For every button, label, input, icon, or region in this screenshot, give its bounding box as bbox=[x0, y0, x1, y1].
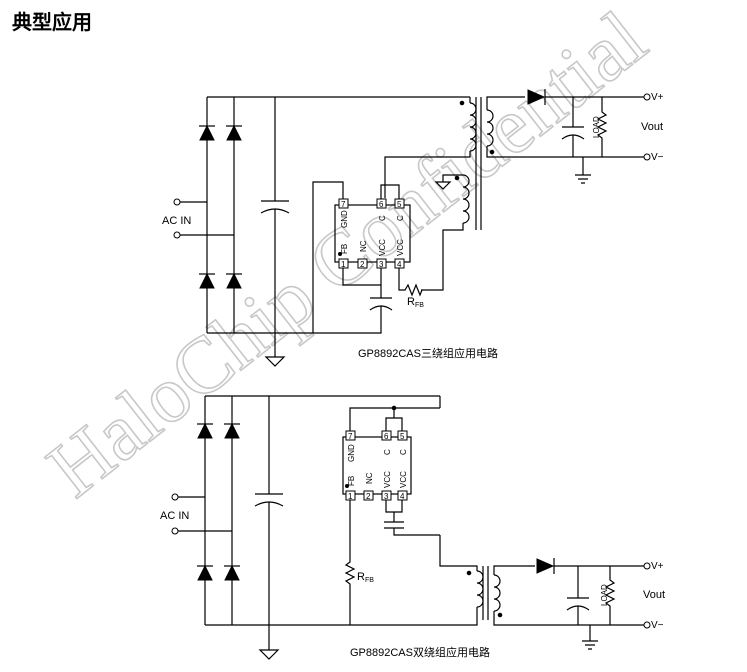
svg-text:2: 2 bbox=[366, 492, 371, 501]
vout-bottom: Vout bbox=[643, 589, 665, 601]
svg-text:VCC: VCC bbox=[399, 471, 408, 488]
svg-text:GND: GND bbox=[347, 444, 356, 462]
vminus-top: V− bbox=[651, 152, 664, 163]
ac-in-label-top: AC IN bbox=[162, 215, 191, 227]
diode-d1 bbox=[199, 124, 215, 141]
vplus-top: V+ bbox=[651, 92, 664, 103]
svg-text:2: 2 bbox=[360, 260, 365, 269]
output-diode-bottom bbox=[536, 558, 555, 574]
bulk-capacitor-top bbox=[260, 97, 290, 367]
ac-in-label-bottom: AC IN bbox=[160, 510, 189, 522]
svg-text:1: 1 bbox=[348, 492, 353, 501]
diode-d6 bbox=[224, 422, 240, 439]
svg-text:4: 4 bbox=[400, 492, 405, 501]
diode-d4 bbox=[226, 272, 242, 289]
diode-d7 bbox=[197, 564, 213, 581]
rfb-bottom: RFB bbox=[357, 571, 374, 584]
svg-text:7: 7 bbox=[341, 200, 346, 209]
bridge-rectifier-bottom: AC IN bbox=[160, 395, 440, 626]
svg-text:C: C bbox=[378, 215, 387, 221]
output-diode-top bbox=[527, 89, 546, 105]
svg-text:VCC: VCC bbox=[383, 471, 392, 488]
svg-text:GND: GND bbox=[340, 210, 349, 228]
bulk-capacitor-bottom bbox=[254, 396, 284, 660]
load-label-top: LOAD bbox=[592, 116, 601, 138]
vminus-bottom: V− bbox=[651, 620, 664, 631]
svg-text:VCC: VCC bbox=[396, 239, 405, 256]
svg-text:7: 7 bbox=[348, 432, 353, 441]
svg-text:NC: NC bbox=[365, 472, 374, 484]
ic-gp8892-top: 7 6 5 1 2 3 4 GND C C FB NC VCC VCC RFB bbox=[312, 181, 424, 334]
diode-d2 bbox=[226, 124, 242, 141]
svg-text:6: 6 bbox=[384, 432, 389, 441]
circuit-bottom: AC IN 7 6 5 1 2 3 4 GND C C bbox=[160, 395, 665, 660]
diode-d5 bbox=[197, 422, 213, 439]
caption-top: GP8892CAS三绕组应用电路 bbox=[358, 346, 498, 360]
svg-text:VCC: VCC bbox=[378, 239, 387, 256]
svg-text:3: 3 bbox=[384, 492, 389, 501]
svg-text:1: 1 bbox=[341, 260, 346, 269]
svg-text:C: C bbox=[399, 449, 408, 455]
bridge-rectifier-top: AC IN bbox=[162, 96, 470, 334]
vout-top: Vout bbox=[641, 121, 663, 133]
transformer-bottom bbox=[439, 396, 645, 626]
diode-d8 bbox=[224, 564, 240, 581]
svg-text:NC: NC bbox=[359, 240, 368, 252]
svg-text:5: 5 bbox=[397, 200, 402, 209]
svg-text:6: 6 bbox=[379, 200, 384, 209]
rfb-top: RFB bbox=[407, 296, 424, 309]
output-stage-bottom: LOAD V+ V− Vout bbox=[536, 558, 665, 650]
svg-text:5: 5 bbox=[400, 432, 405, 441]
circuit-top: AC IN bbox=[162, 89, 664, 367]
svg-text:3: 3 bbox=[379, 260, 384, 269]
svg-text:4: 4 bbox=[397, 260, 402, 269]
svg-text:FB: FB bbox=[340, 244, 349, 254]
svg-text:C: C bbox=[396, 215, 405, 221]
vplus-bottom: V+ bbox=[651, 561, 664, 572]
caption-bottom: GP8892CAS双绕组应用电路 bbox=[350, 645, 490, 659]
page-heading: 典型应用 bbox=[12, 10, 92, 34]
load-label-bottom: LOAD bbox=[600, 584, 609, 606]
transformer-top bbox=[384, 96, 645, 291]
svg-text:FB: FB bbox=[347, 476, 356, 486]
ic-gp8892-bottom: 7 6 5 1 2 3 4 GND C C FB NC VCC VCC RFB bbox=[342, 405, 440, 625]
svg-text:C: C bbox=[383, 449, 392, 455]
diode-d3 bbox=[199, 272, 215, 289]
output-stage-top: LOAD V+ V− Vout bbox=[527, 89, 664, 184]
